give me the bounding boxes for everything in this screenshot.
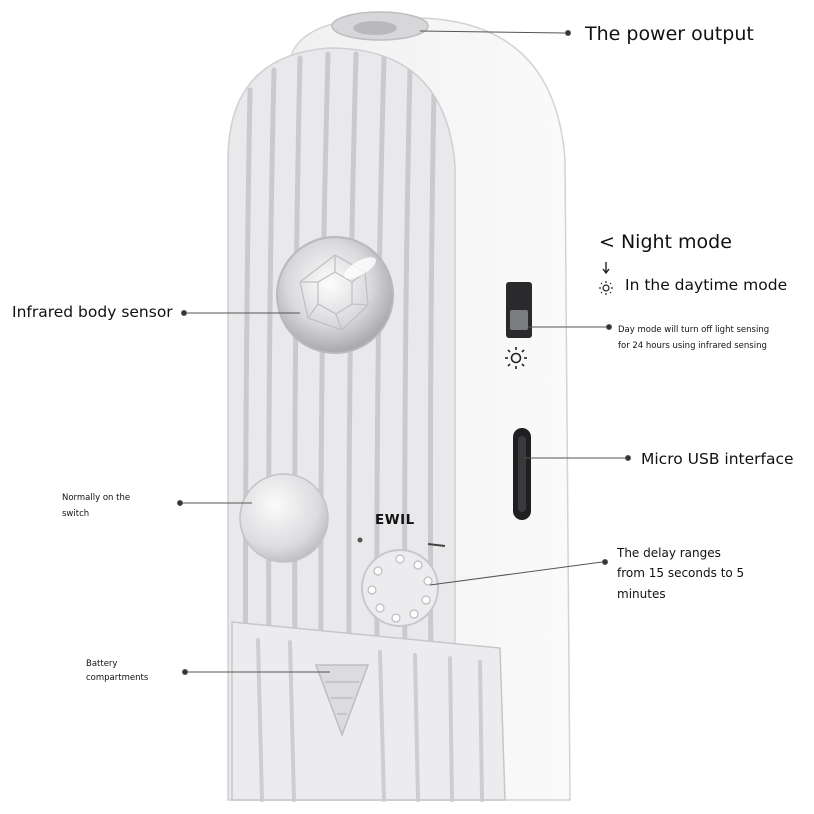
label-day-note-line2: for 24 hours using infrared sensing (618, 341, 767, 351)
label-battery-line1: Battery (86, 659, 118, 669)
label-night-mode: < Night mode (599, 231, 732, 253)
label-micro-usb: Micro USB interface (641, 450, 794, 468)
sun-icon (505, 347, 527, 369)
arrow-down-icon (602, 262, 610, 275)
label-delay-line2: from 15 seconds to 5 (617, 566, 745, 580)
label-delay-line3: minutes (617, 587, 666, 601)
label-delay-line1: The delay ranges (617, 546, 721, 560)
label-infrared-sensor: Infrared body sensor (12, 303, 173, 321)
delay-knob-dots (367, 554, 433, 623)
label-normally-on-line2: switch (62, 509, 90, 519)
sun-small-icon (599, 281, 613, 295)
label-battery-line2: compartments (86, 673, 149, 683)
label-power-output: The power output (585, 23, 754, 45)
leader-lines (177, 30, 631, 675)
brand-logo-text: EWIL (375, 512, 415, 528)
label-normally-on-line1: Normally on the (62, 493, 131, 503)
battery-compartment-panel (231, 621, 506, 801)
normally-on-switch-button (239, 473, 329, 563)
label-daytime-mode: In the daytime mode (625, 276, 788, 294)
label-day-note-line1: Day mode will turn off light sensing (618, 325, 770, 335)
mode-switch-slider (510, 310, 528, 330)
